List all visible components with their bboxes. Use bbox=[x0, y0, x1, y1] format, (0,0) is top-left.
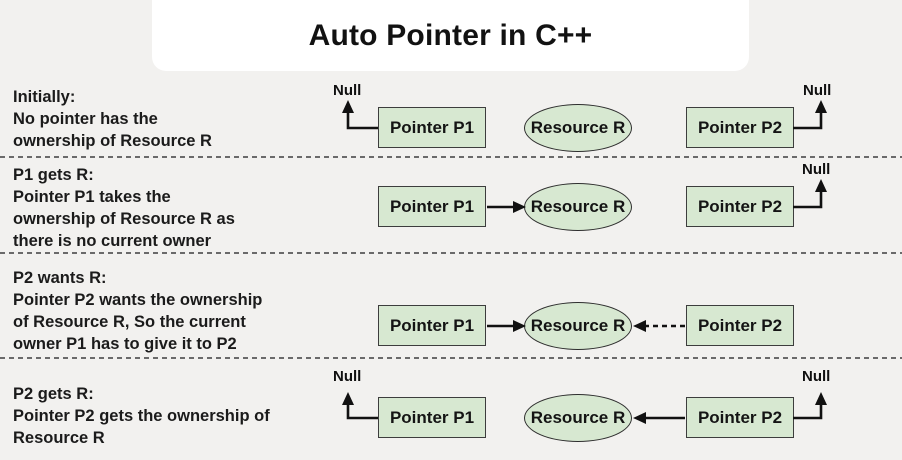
row3-caption-body: Pointer P2 wants the ownership of Resour… bbox=[13, 291, 263, 353]
separator-1 bbox=[0, 156, 902, 158]
row4-resource-node: Resource R bbox=[524, 394, 632, 442]
row2-caption: P1 gets R: Pointer P1 takes the ownershi… bbox=[13, 164, 365, 252]
row2-pointer-p2-node: Pointer P2 bbox=[686, 186, 794, 227]
row4-pointer-p2-node: Pointer P2 bbox=[686, 397, 794, 438]
row3-caption-heading: P2 wants R: bbox=[13, 269, 107, 287]
separator-2 bbox=[0, 252, 902, 254]
row3-p1-ownership-arrow bbox=[487, 320, 526, 332]
row2-pointer-p1-node: Pointer P1 bbox=[378, 186, 486, 227]
row2-caption-body: Pointer P1 takes the ownership of Resour… bbox=[13, 188, 235, 250]
row4-p2-null-arrow bbox=[793, 392, 827, 420]
row3-caption: P2 wants R: Pointer P2 wants the ownersh… bbox=[13, 267, 365, 355]
page-title: Auto Pointer in C++ bbox=[308, 18, 593, 52]
row1-p2-null-arrow bbox=[793, 100, 827, 130]
row2-caption-heading: P1 gets R: bbox=[13, 166, 94, 184]
row1-resource-node: Resource R bbox=[524, 104, 632, 152]
row1-caption-heading: Initially: bbox=[13, 88, 76, 106]
row1-null-label-right: Null bbox=[803, 82, 832, 99]
row2-p2-null-arrow bbox=[793, 179, 827, 209]
row4-caption: P2 gets R: Pointer P2 gets the ownership… bbox=[13, 383, 365, 449]
row1-pointer-p1-node: Pointer P1 bbox=[378, 107, 486, 148]
row3-pointer-p1-node: Pointer P1 bbox=[378, 305, 486, 346]
row1-null-label-left: Null bbox=[333, 82, 362, 99]
row3-resource-node: Resource R bbox=[524, 302, 632, 350]
title-panel: Auto Pointer in C++ bbox=[152, 0, 749, 71]
row2-resource-node: Resource R bbox=[524, 183, 632, 231]
row4-p2-ownership-arrow bbox=[633, 412, 685, 424]
row3-p2-wants-arrow bbox=[633, 320, 685, 332]
row2-p1-ownership-arrow bbox=[487, 201, 526, 213]
row1-caption: Initially: No pointer has the ownership … bbox=[13, 86, 365, 152]
row1-caption-body: No pointer has the ownership of Resource… bbox=[13, 110, 212, 150]
row4-caption-body: Pointer P2 gets the ownership of Resourc… bbox=[13, 407, 270, 447]
row4-caption-heading: P2 gets R: bbox=[13, 385, 94, 403]
separator-3 bbox=[0, 357, 902, 359]
row4-pointer-p1-node: Pointer P1 bbox=[378, 397, 486, 438]
row1-pointer-p2-node: Pointer P2 bbox=[686, 107, 794, 148]
row4-null-label-right: Null bbox=[802, 368, 831, 385]
row3-pointer-p2-node: Pointer P2 bbox=[686, 305, 794, 346]
row4-null-label-left: Null bbox=[333, 368, 362, 385]
row2-null-label-right: Null bbox=[802, 161, 831, 178]
